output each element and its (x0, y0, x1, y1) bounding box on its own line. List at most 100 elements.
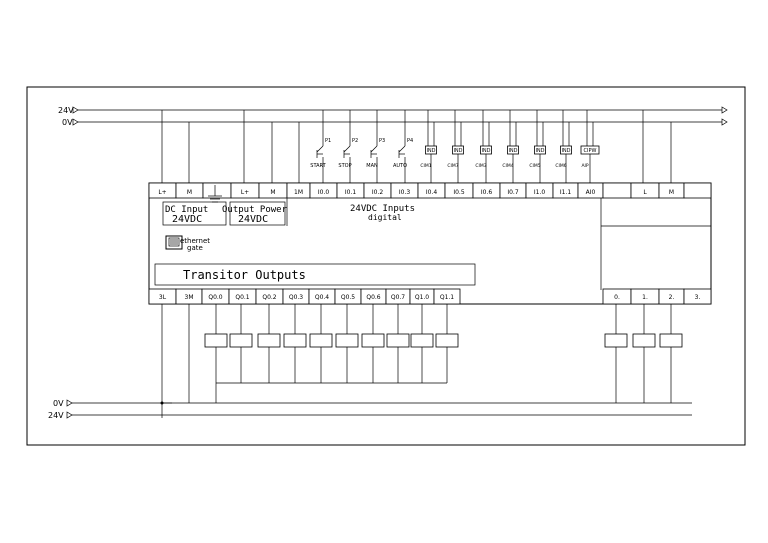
output-load (410, 333, 434, 348)
transistor-outputs-label: Transitor Outputs (183, 268, 306, 282)
switch-tag: P3 (379, 138, 385, 144)
analog-load (659, 333, 683, 348)
sensor-label: CIM4 (502, 163, 513, 169)
rail-top-24v-label: 24V (58, 106, 74, 115)
bottom-terminal-label: Q1.1 (440, 294, 454, 301)
sensor: IND CIM3 (475, 145, 492, 169)
top-terminal-label: I0.6 (481, 189, 492, 196)
top-terminal-label: L+ (241, 189, 249, 196)
sensor-label: CIM7 (447, 163, 458, 169)
ethernet-port-icon (165, 235, 183, 250)
bottom-terminal-label: 1. (642, 294, 648, 301)
top-terminal-label: I0.1 (345, 189, 356, 196)
output-load (283, 333, 307, 348)
input-sensors: IND CIM1 IND CIM7 IND CIM3 IND CIM4 IND CIM5 IND CI… (420, 145, 600, 169)
bottom-terminal-label: Q0.7 (391, 294, 405, 301)
sensor: IND CIM6 (555, 145, 572, 169)
output-load (435, 333, 459, 348)
bottom-terminal-label: 2. (669, 294, 675, 301)
bottom-terminal-label: Q0.0 (208, 294, 222, 301)
dc-input-voltage: 24VDC (172, 214, 202, 225)
transistor-outputs-banner (154, 263, 476, 286)
top-terminal-strip: L+ M L+ M 1M I0.0 I0.1 I0.2 I0.3 I0.4 I0.5 I0.6 I0.7… (148, 182, 712, 199)
output-load (386, 333, 410, 348)
switch-label: MAN (366, 163, 378, 169)
top-terminal-label: L+ (158, 189, 166, 196)
switch-tag: P4 (407, 138, 413, 144)
top-terminal-label: I0.5 (453, 189, 464, 196)
inputs-label: 24VDC Inputs (350, 204, 415, 214)
switch-tag: P1 (325, 138, 331, 144)
ethernet-label-1: ethernet (180, 237, 210, 245)
bottom-terminal-label: Q0.4 (315, 294, 329, 301)
top-terminal-label: I0.0 (318, 189, 329, 196)
switch-contact (316, 145, 324, 153)
analog-load (632, 333, 656, 348)
top-terminal-label: I0.3 (399, 189, 410, 196)
rail-bottom-0v-label: 0V (53, 399, 64, 408)
sensor-label: CIM3 (475, 163, 486, 169)
inputs-sublabel: digital (368, 213, 402, 222)
bottom-terminal-label: Q0.6 (366, 294, 380, 301)
rail-bottom-0v-start-arrow (66, 399, 73, 407)
switch-contact (370, 145, 378, 153)
dc-input-box (162, 201, 227, 226)
output-load (257, 333, 281, 348)
rail-top-24v-arrow (721, 106, 728, 114)
sensor-tag: CIPW (584, 148, 597, 154)
analog-load (604, 333, 628, 348)
sensor-label: CIM1 (420, 163, 431, 169)
output-load (361, 333, 385, 348)
top-terminal-label: 1M (294, 189, 303, 196)
top-terminal-label: I0.7 (507, 189, 518, 196)
top-terminal-label: M (669, 189, 674, 196)
bottom-terminal-label: 3L (159, 294, 167, 301)
wiring (160, 110, 683, 418)
sensor-tag: IND (453, 148, 462, 154)
rail-top-0v-start-arrow (72, 118, 79, 126)
sensor-tag: IND (426, 148, 435, 154)
sensor: IND CIM5 (529, 145, 546, 169)
bottom-terminal-label: Q1.0 (415, 294, 429, 301)
sensor-label: CIM6 (555, 163, 566, 169)
switch-tag: P2 (352, 138, 358, 144)
bottom-terminal-label: Q0.5 (341, 294, 355, 301)
sensor-tag: IND (508, 148, 517, 154)
rail-top-24v-start-arrow (72, 106, 79, 114)
sensor-tag: IND (535, 148, 544, 154)
output-load (204, 333, 228, 348)
sensor-tag: IND (481, 148, 490, 154)
sensor-label: CIM5 (529, 163, 540, 169)
top-terminal-label: I1.1 (560, 189, 571, 196)
top-terminal-label: I1.0 (534, 189, 545, 196)
switch-label: AUTO (393, 163, 407, 169)
rail-top-0v-arrow (721, 118, 728, 126)
output-load (335, 333, 359, 348)
dc-input-label: DC Input (165, 205, 208, 215)
bottom-terminal-label: 0. (614, 294, 620, 301)
sensor-tag: IND (561, 148, 570, 154)
plc-module (148, 182, 712, 305)
sensor: IND CIM4 (502, 145, 519, 169)
top-terminal-label: M (270, 189, 275, 196)
sensor: IND CIM1 (420, 145, 437, 169)
output-power-label: Output Power (222, 205, 288, 215)
top-terminal-label: I0.2 (372, 189, 383, 196)
sensor-label: AIP (581, 163, 588, 169)
bottom-terminal-label: 3M (185, 294, 194, 301)
rail-bottom-24v-label: 24V (48, 411, 64, 420)
output-power-voltage: 24VDC (238, 214, 268, 225)
sensor: IND CIM7 (447, 145, 464, 169)
top-terminal-label: L (643, 189, 647, 196)
output-power-box (229, 201, 286, 226)
top-terminal (602, 182, 632, 199)
diagram-frame (26, 86, 746, 446)
ethernet-label-2: gate (187, 244, 203, 252)
switch-label: START (310, 163, 326, 169)
bottom-terminal-label: Q0.3 (289, 294, 303, 301)
top-terminal-label: I0.4 (426, 189, 437, 196)
bottom-terminal-label: Q0.1 (235, 294, 249, 301)
